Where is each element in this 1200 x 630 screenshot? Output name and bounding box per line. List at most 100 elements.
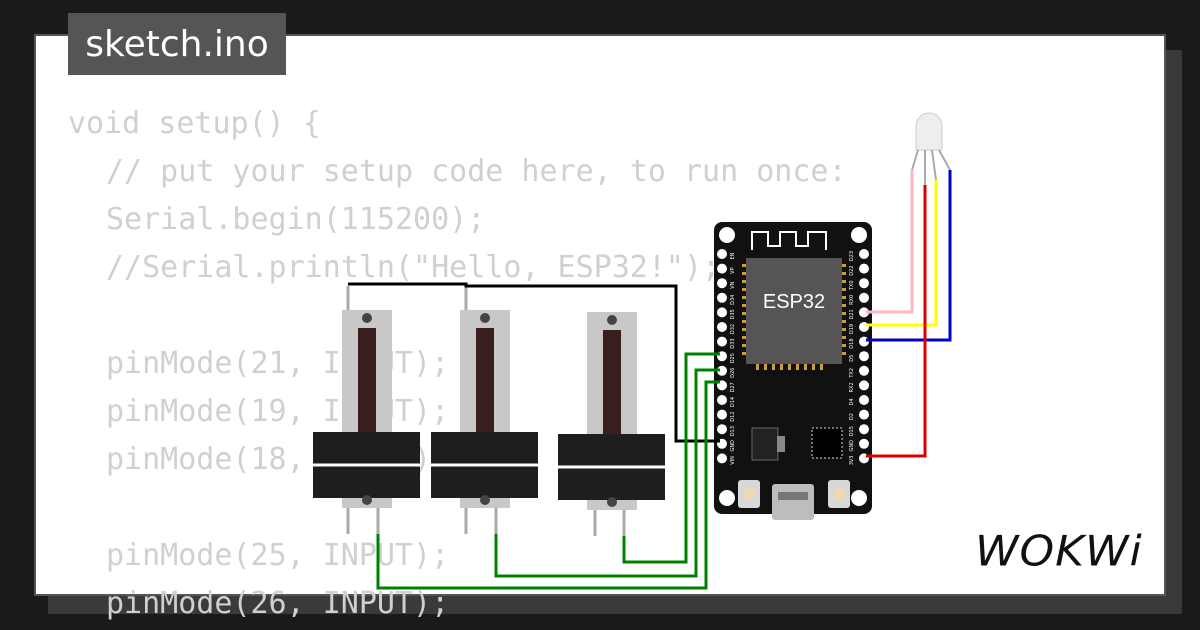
header-pin[interactable] [717, 395, 727, 405]
header-pin[interactable] [717, 307, 727, 318]
pin-label: GND [730, 440, 736, 452]
wire-led-b[interactable] [866, 170, 952, 342]
code-line: pinMode(26, INPUT); [106, 586, 450, 621]
module-pin [812, 364, 815, 370]
header-pin[interactable] [717, 453, 727, 464]
code-line: // put your setup code here, to run once… [106, 154, 847, 189]
pin-label: D35 [730, 309, 736, 319]
module-pin [742, 264, 748, 267]
usb-port-slot [778, 492, 808, 500]
mount-hole [719, 227, 735, 243]
wokwi-logo: WOKWi [975, 527, 1143, 576]
wire-pot1-signal[interactable] [376, 380, 720, 590]
wire-led-r[interactable] [866, 170, 914, 314]
wires [348, 170, 952, 590]
header-pin[interactable] [859, 395, 869, 405]
header-pin[interactable] [859, 278, 869, 289]
header-pin[interactable] [859, 263, 869, 274]
module-pin [742, 320, 748, 323]
module-pin [804, 364, 807, 370]
header-pin[interactable] [859, 307, 869, 318]
wire-led-g[interactable] [866, 180, 938, 327]
right-pin-header: D23D22TX0RX0D21D19D18D5TX2RX2D4D2D15GND3… [849, 249, 869, 465]
module-pin [840, 280, 846, 283]
module-pin [742, 288, 748, 291]
header-pin[interactable] [717, 424, 727, 435]
regulator-tab [777, 436, 785, 452]
pin-label: D19 [849, 324, 855, 334]
header-pin[interactable] [859, 424, 869, 435]
usb-port [772, 484, 814, 520]
boot-button[interactable] [738, 480, 760, 508]
code-line: //Serial.println("Hello, ESP32!"); [106, 250, 721, 285]
header-pin[interactable] [859, 351, 869, 362]
module-pins [840, 264, 846, 355]
header-pin[interactable] [859, 380, 869, 391]
pot-screw [607, 315, 617, 325]
module-pin [742, 352, 748, 355]
header-pin[interactable] [717, 365, 727, 376]
pin-label: D15 [849, 426, 855, 436]
pin-label: EN [730, 252, 736, 259]
pin-label: D18 [849, 338, 855, 348]
header-pin[interactable] [859, 365, 869, 376]
wire-pot2-signal[interactable] [494, 368, 720, 578]
module-pin [764, 364, 767, 370]
header-pin[interactable] [859, 292, 869, 303]
header-pin[interactable] [859, 438, 869, 449]
module-pin [742, 328, 748, 331]
header-pin[interactable] [717, 263, 727, 274]
pin-label: D32 [730, 324, 736, 334]
wire-gnd[interactable] [348, 282, 720, 443]
module-pin [820, 364, 823, 370]
pin-label: D27 [730, 382, 736, 392]
esp32-board[interactable]: ESP32 ENVPVND34D35D32D33D25D26D27D14D12D… [714, 222, 872, 520]
module-pin [840, 352, 846, 355]
wire-pot3-signal[interactable] [622, 352, 720, 564]
header-pin[interactable] [717, 336, 727, 347]
module-pin [840, 328, 846, 331]
module-pin [742, 280, 748, 283]
code-line: Serial.begin(115200); [106, 202, 486, 237]
module-pin [840, 264, 846, 267]
esp32-module [746, 258, 842, 364]
module-pin [840, 336, 846, 339]
module-pin [742, 312, 748, 315]
led-lead [938, 149, 951, 171]
module-pin [796, 364, 799, 370]
module-pin [772, 364, 775, 370]
slide-potentiometer-3[interactable] [558, 312, 665, 536]
header-pin[interactable] [859, 409, 869, 420]
sketch-file-tab[interactable]: sketch.ino [68, 13, 286, 75]
pin-label: RX2 [849, 382, 855, 392]
rgb-led[interactable] [911, 112, 951, 185]
slide-potentiometer-1[interactable] [313, 286, 420, 534]
pot-screw [607, 497, 617, 507]
pin-label: D4 [849, 398, 855, 405]
pin-label: GND [849, 440, 855, 452]
pin-label: D2 [849, 413, 855, 420]
reset-button[interactable] [828, 480, 850, 508]
circuit-diagram: ESP32 ENVPVND34D35D32D33D25D26D27D14D12D… [313, 112, 952, 590]
module-label: ESP32 [763, 291, 825, 313]
pin-label: D13 [730, 426, 736, 436]
header-pin[interactable] [717, 322, 727, 332]
module-pins [742, 264, 748, 355]
pot-screw [362, 313, 372, 323]
module-pin [840, 312, 846, 315]
slide-potentiometer-2[interactable] [431, 286, 538, 534]
wire-led-common[interactable] [866, 185, 927, 458]
module-pin [756, 364, 759, 370]
module-pin [840, 304, 846, 307]
pin-label: D23 [849, 251, 855, 261]
header-pin[interactable] [717, 409, 727, 420]
mount-hole [851, 227, 867, 243]
left-pin-header: ENVPVND34D35D32D33D25D26D27D14D12D13GNDV… [717, 249, 736, 465]
header-pin[interactable] [717, 292, 727, 303]
code-line: void setup() { [68, 106, 321, 141]
header-pin[interactable] [859, 336, 869, 347]
pin-label: D21 [849, 309, 855, 319]
header-pin[interactable] [859, 249, 869, 259]
header-pin[interactable] [717, 278, 727, 289]
header-pin[interactable] [717, 249, 727, 259]
